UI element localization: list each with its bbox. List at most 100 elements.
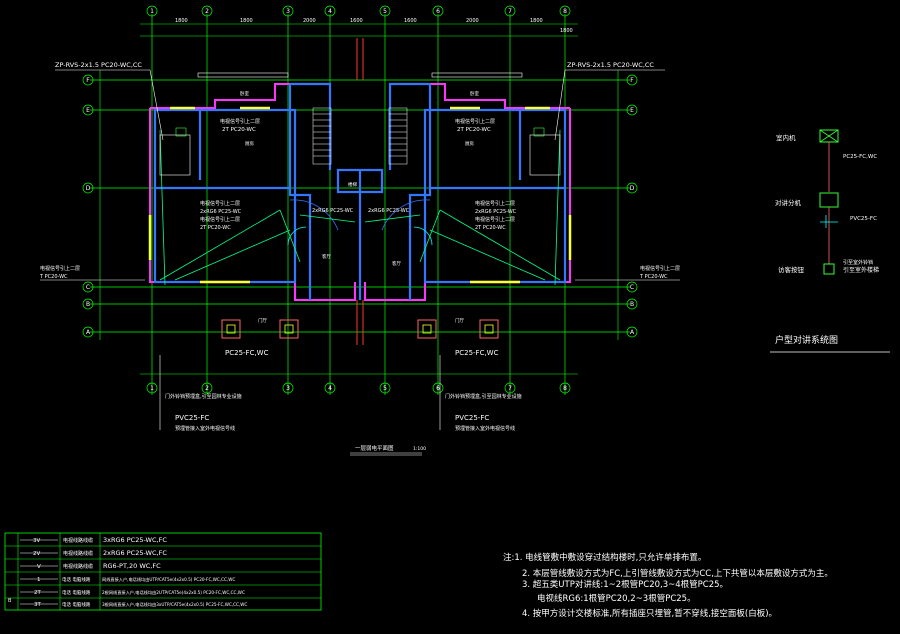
kitchen-left	[159, 134, 191, 176]
pad-2-inner	[284, 324, 294, 334]
axis-left-label-E: E	[86, 107, 90, 114]
room-labels: 卧室 卧室 客厅 客厅 门厅 门厅 厨房 厨房 楼梯	[240, 90, 479, 324]
axis-bubbles-top	[146, 5, 571, 17]
system-title: 户型对讲系统图	[775, 334, 838, 346]
axis-top-label-3: 3	[286, 8, 290, 15]
room-label-6: 门厅	[455, 317, 464, 324]
axis-left-label-B: B	[86, 301, 90, 308]
axis-bottom-label-7: 7	[508, 385, 512, 392]
axis-bottom-label-3: 3	[286, 385, 290, 392]
system-item-1: 室内机	[776, 133, 796, 142]
foundation-pads	[221, 319, 499, 339]
bubble-top-5	[379, 5, 391, 17]
pad-1-inner	[226, 324, 236, 334]
wall-right-stair	[408, 84, 432, 300]
bubble-left-C	[82, 281, 94, 293]
stair-right	[388, 107, 408, 165]
legend-sym-6: 3T	[34, 602, 41, 608]
pad-3-inner	[422, 324, 432, 334]
plan-scale: 1:100	[413, 446, 426, 452]
bubble-bottom-7	[504, 382, 516, 394]
center-axis	[356, 38, 364, 345]
axis-right-label-B: B	[630, 301, 634, 308]
note-left-1: 门外铃铛预埋盒,引至园林专业设施	[165, 393, 242, 400]
roof-right	[431, 72, 523, 78]
legend-symbol-lines	[20, 539, 58, 605]
mid-right-2: 2xRG6 PC25-WC	[475, 209, 517, 215]
wire-left-1	[159, 209, 281, 281]
legend-name-5: 电话 电脑线路	[62, 589, 91, 596]
axis-top-label-8: 8	[563, 8, 567, 15]
note-left-2: 预埋管接入室外电视信号线	[175, 425, 235, 432]
callout-right: ZP-RVS-2x1.5 PC20-WC,CC	[567, 61, 654, 69]
axis-left-label-A: A	[86, 329, 91, 336]
system-item-2: 对讲分机	[775, 198, 802, 207]
legend-name-2: 电视线路线缆	[63, 550, 93, 557]
note-right-1: 门外铃铛预埋盒,引至园林专业设施	[445, 393, 522, 400]
wire-right-vertical	[554, 129, 561, 286]
note-3: 3. 超五类UTP对讲线:1~2根管PC20,3~4根管PC25。	[522, 579, 728, 590]
bubble-top-4	[324, 5, 336, 17]
door-right-entry	[413, 226, 433, 246]
system-item-3-subnote: 引至室外铃铛	[843, 259, 873, 266]
legend-spec-5: 2根网线直接入户,电话线均由2UTP/CAT5e(4x2x0.5) PC20-F…	[102, 589, 245, 596]
mid-right-4: 2T PC20-WC	[475, 225, 506, 231]
wire-right-1	[439, 209, 561, 281]
center-right-label: 2xRG6 PC25-WC	[368, 208, 410, 214]
notes: 注:1. 电线管敷中敷设穿过结构楼时,只允许单排布置。 2. 本层管线敷设方式为…	[503, 552, 833, 619]
legend-table: 3V 2V V 1 2T 3T 电视线路线缆 电视线路线缆 电视线路线缆 电话 …	[4, 532, 322, 611]
wire-left-vertical	[159, 129, 166, 286]
mid-right-3: 电视信号引上二层	[475, 216, 515, 223]
dim-1: 1800	[175, 18, 188, 24]
walls	[153, 82, 567, 300]
system-line-2-label: PVC25-FC	[850, 216, 877, 222]
legend-border	[4, 532, 322, 611]
bubble-right-E	[626, 104, 638, 116]
dim-4: 1600	[350, 18, 363, 24]
wire-left-3	[279, 209, 301, 263]
axis-right-label-C: C	[630, 284, 634, 291]
wall-center-lobby	[336, 168, 384, 194]
bubble-top-8	[559, 5, 571, 17]
bubble-top-2	[201, 5, 213, 17]
legend-name-1: 电视线路线缆	[63, 537, 93, 544]
axis-left-label-D: D	[86, 185, 91, 192]
bubble-right-F	[626, 74, 638, 86]
intercom-left	[175, 127, 187, 137]
axis-bottom-label-4: 4	[328, 385, 332, 392]
stair-left	[312, 107, 332, 165]
pc-left: PC25-FC,WC	[225, 349, 269, 357]
legend-spec-2: 2xRG6 PC25-WC,FC	[103, 549, 167, 557]
side-right-2: T PC20-WC	[639, 274, 668, 280]
axis-top-label-4: 4	[328, 8, 332, 15]
axis-right-label-F: F	[630, 77, 634, 84]
legend-name-6: 电话 电脑线路	[62, 601, 91, 608]
bubble-left-B	[82, 298, 94, 310]
mid-left-3: 电视信号引上二层	[200, 216, 240, 223]
bubble-left-A	[82, 326, 94, 338]
doors	[287, 199, 433, 246]
dim-3: 2000	[303, 18, 316, 24]
legend-sym-4: 1	[37, 577, 41, 583]
legend-sym-5: 2T	[34, 590, 41, 596]
dim-5: 1600	[404, 18, 417, 24]
axis-bottom-label-5: 5	[383, 385, 387, 392]
axis-labels-side: F E D C B A F E D C B A	[86, 77, 635, 336]
legend-sym-2: 2V	[33, 551, 40, 557]
axis-top-label-6: 6	[436, 8, 440, 15]
pad-4-inner	[484, 324, 494, 334]
system-item-3: 访客按钮	[778, 265, 805, 274]
intercom-right	[533, 127, 545, 137]
mid-left-4: 2T PC20-WC	[200, 225, 231, 231]
axis-labels-bottom: 1 2 3 4 5 6 7 8	[150, 385, 567, 392]
bubble-bottom-6	[432, 382, 444, 394]
wall-right-top	[388, 82, 430, 170]
note-4: 电视线RG6:1根管PC20,2~3根管PC25。	[537, 593, 696, 604]
room-label-5: 门厅	[258, 317, 267, 324]
stairs	[312, 107, 408, 165]
bubble-top-3	[282, 5, 294, 17]
tv-label-left: 电视信号引上二层	[220, 118, 260, 125]
wire-right-2	[429, 229, 546, 281]
axis-bubbles-side	[82, 74, 638, 338]
